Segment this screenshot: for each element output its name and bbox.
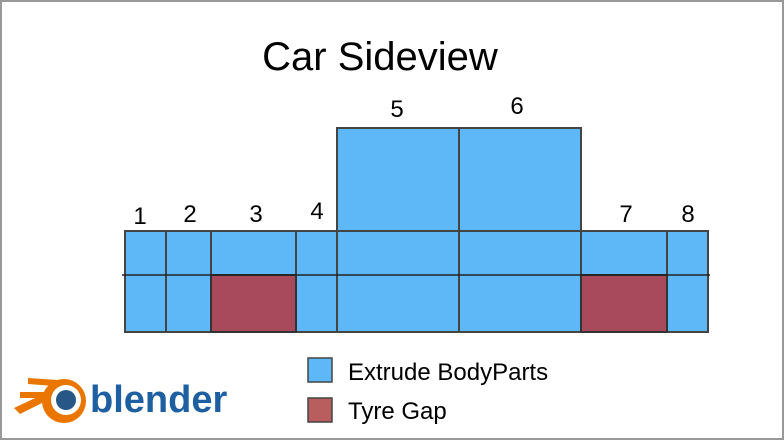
body-part-6-lower <box>458 230 582 333</box>
body-part-7 <box>580 230 668 276</box>
blender-icon <box>14 378 86 423</box>
body-part-8 <box>666 230 709 333</box>
body-part-3 <box>210 230 297 276</box>
legend-label-tyre: Tyre Gap <box>348 398 447 425</box>
body-part-1 <box>124 230 167 333</box>
body-lower-row <box>124 230 709 333</box>
segment-label-1: 1 <box>133 203 146 230</box>
cabin-part-6 <box>458 127 582 232</box>
legend-label-body: Extrude BodyParts <box>348 359 548 386</box>
diagram-title: Car Sideview <box>262 35 498 79</box>
cabin-part-5 <box>336 127 460 232</box>
segment-labels: 1 2 3 4 5 6 7 8 <box>133 93 694 230</box>
body-part-2 <box>165 230 212 333</box>
segment-label-5: 5 <box>390 96 403 123</box>
legend-swatch-body <box>307 357 333 383</box>
segment-label-2: 2 <box>183 201 196 228</box>
segment-label-3: 3 <box>249 201 262 228</box>
segment-label-6: 6 <box>510 93 523 120</box>
segment-label-7: 7 <box>619 201 632 228</box>
blender-logo: blender <box>14 366 254 430</box>
body-part-5-lower <box>336 230 460 333</box>
legend-swatch-tyre <box>307 397 333 423</box>
tyre-gap-front <box>210 274 297 333</box>
legend: Extrude BodyParts Tyre Gap <box>307 357 548 425</box>
logo-wordmark: blender <box>90 379 227 421</box>
segment-label-4: 4 <box>310 198 323 225</box>
tyre-gap-rear <box>580 274 668 333</box>
body-part-4 <box>295 230 338 333</box>
segment-label-8: 8 <box>681 201 694 228</box>
